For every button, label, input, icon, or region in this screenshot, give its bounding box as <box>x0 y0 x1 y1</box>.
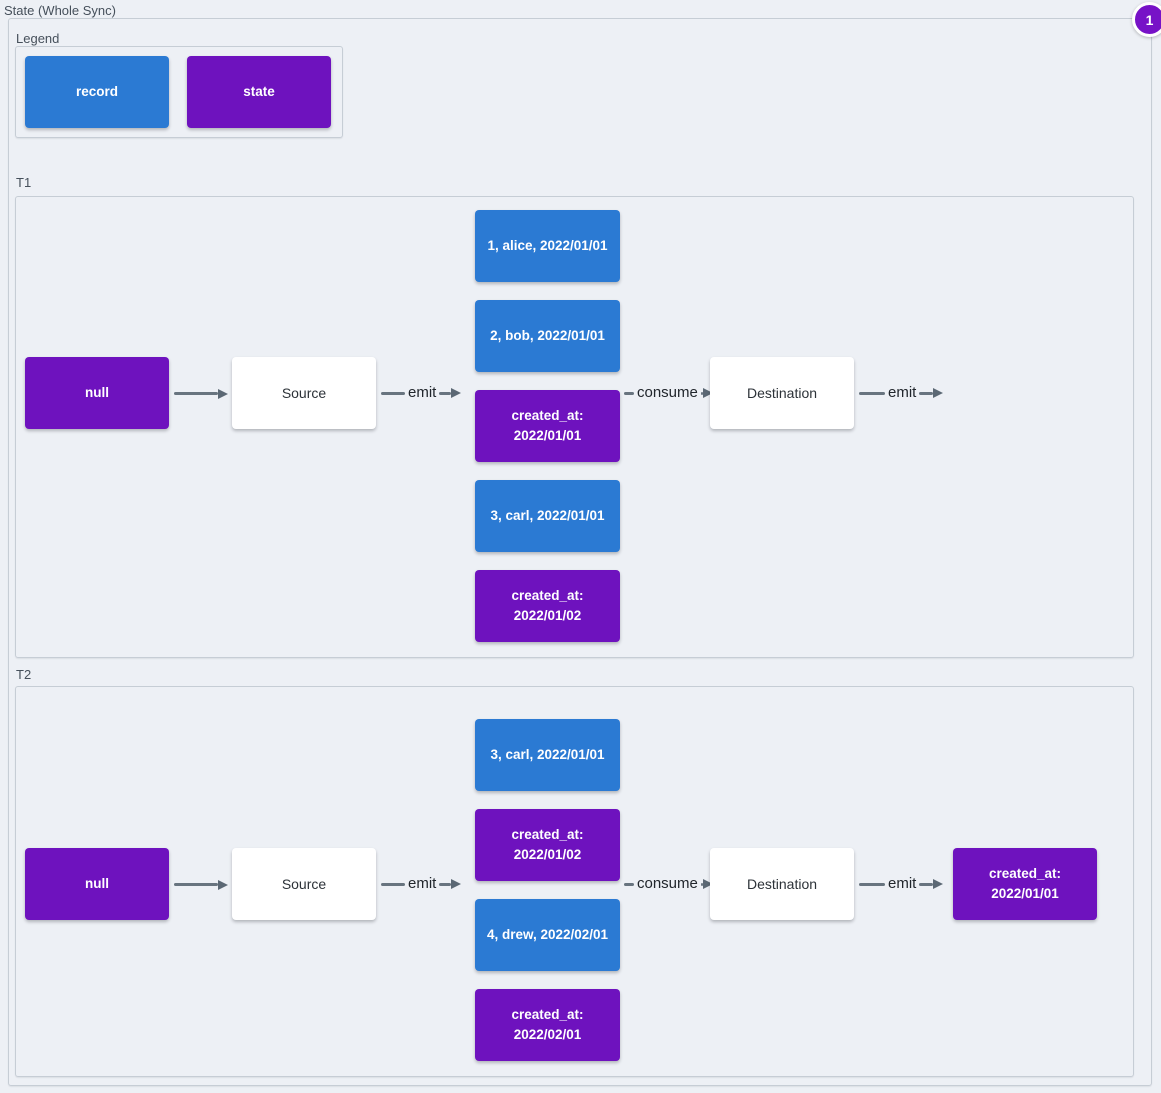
t1-emit-edge-label: emit <box>408 384 437 401</box>
arrow-icon <box>919 882 934 886</box>
t2-consume-edge: consume <box>624 874 713 894</box>
edge-line <box>624 882 634 886</box>
t2-label: T2 <box>16 667 32 682</box>
t2-emit-out-edge-label: emit <box>888 875 917 892</box>
legend-title: Legend <box>16 31 60 46</box>
t1-null-node: null <box>25 357 169 429</box>
t1-emit-edge: emit <box>381 383 461 403</box>
t2-queue-item-2: created_at: 2022/01/02 <box>475 809 620 881</box>
t1-label: T1 <box>16 175 32 190</box>
t1-consume-edge-label: consume <box>637 384 698 401</box>
t2-output-state-node: created_at: 2022/01/01 <box>953 848 1097 920</box>
t2-source-node: Source <box>232 848 376 920</box>
arrow-icon <box>700 882 703 886</box>
arrow-icon <box>439 882 452 886</box>
t2-emit-edge-label: emit <box>408 875 437 892</box>
edge-line <box>381 882 405 886</box>
arrow-icon <box>439 391 452 395</box>
t2-consume-edge-label: consume <box>637 875 698 892</box>
legend-state-node: state <box>187 56 331 128</box>
t2-emit-edge: emit <box>381 874 461 894</box>
t2-null-to-source-arrow <box>174 883 218 886</box>
t1-source-node: Source <box>232 357 376 429</box>
t1-emit-out-edge: emit <box>859 383 943 403</box>
t1-null-to-source-arrow <box>174 392 218 395</box>
t2-group <box>15 686 1134 1077</box>
t1-emit-out-edge-label: emit <box>888 384 917 401</box>
t2-destination-node: Destination <box>710 848 854 920</box>
arrow-icon <box>700 391 703 395</box>
t2-null-node: null <box>25 848 169 920</box>
t1-queue-item-5: created_at: 2022/01/02 <box>475 570 620 642</box>
legend-group <box>15 46 343 138</box>
t2-queue-item-1: 3, carl, 2022/01/01 <box>475 719 620 791</box>
state-whole-sync-group <box>8 18 1152 1086</box>
t1-queue-item-4: 3, carl, 2022/01/01 <box>475 480 620 552</box>
t1-destination-node: Destination <box>710 357 854 429</box>
t2-emit-out-edge: emit <box>859 874 943 894</box>
diagram-title: State (Whole Sync) <box>4 3 116 18</box>
legend-record-node: record <box>25 56 169 128</box>
annotation-badge-1: 1 <box>1132 2 1161 37</box>
edge-line <box>859 882 885 886</box>
t1-consume-edge: consume <box>624 383 713 403</box>
edge-line <box>624 391 634 395</box>
edge-line <box>381 391 405 395</box>
edge-line <box>859 391 885 395</box>
arrow-icon <box>919 391 934 395</box>
t2-queue-item-3: 4, drew, 2022/02/01 <box>475 899 620 971</box>
t1-queue-item-3: created_at: 2022/01/01 <box>475 390 620 462</box>
t2-queue-item-4: created_at: 2022/02/01 <box>475 989 620 1061</box>
t1-group <box>15 196 1134 658</box>
t1-queue-item-1: 1, alice, 2022/01/01 <box>475 210 620 282</box>
t1-queue-item-2: 2, bob, 2022/01/01 <box>475 300 620 372</box>
